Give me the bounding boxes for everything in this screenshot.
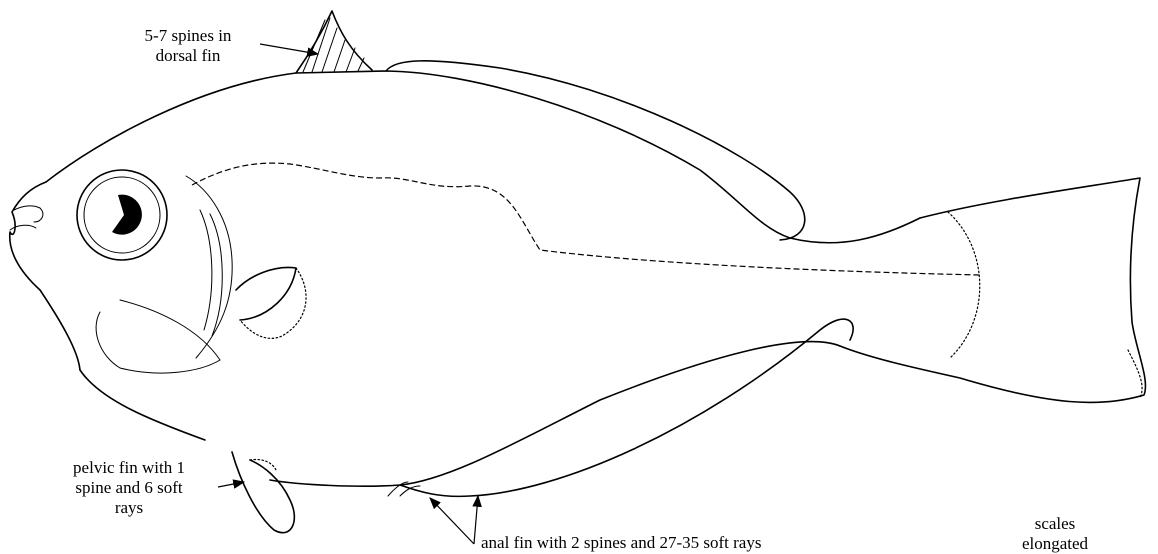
scales-label: scales elongated (1000, 514, 1110, 554)
dorsal-fin-label-line2: dorsal fin (118, 46, 258, 66)
anal-fin-arrow (474, 496, 478, 544)
pelvic-fin-arrow (218, 482, 244, 487)
anal-spine-arrow (430, 498, 474, 544)
scales-label-line1: scales (1000, 514, 1110, 534)
fish-head (10, 163, 980, 373)
spiny-dorsal-fin (296, 11, 372, 73)
anal-fin-label: anal fin with 2 spines and 27-35 soft ra… (481, 533, 761, 553)
pelvic-fin-label-line1: pelvic fin with 1 (44, 458, 214, 478)
fish-body (46, 71, 920, 486)
lateral-line (192, 163, 980, 275)
caudal-fin (840, 178, 1145, 402)
pelvic-fin-label: pelvic fin with 1 spine and 6 soft rays (44, 458, 214, 518)
dorsal-spines-arrow (260, 44, 318, 54)
scales-label-line2: elongated (1000, 534, 1110, 554)
pelvic-fin-label-line2: spine and 6 soft (44, 478, 214, 498)
caudal-fin-base (948, 212, 980, 358)
pelvic-fin-label-line3: rays (44, 498, 214, 518)
dorsal-fin-label: 5-7 spines in dorsal fin (118, 26, 258, 66)
anal-fin (400, 319, 853, 496)
soft-dorsal-fin (386, 61, 805, 240)
dorsal-fin-label-line1: 5-7 spines in (118, 26, 258, 46)
pelvic-fin (232, 452, 294, 533)
pectoral-fin (236, 267, 296, 320)
eye (77, 170, 167, 260)
